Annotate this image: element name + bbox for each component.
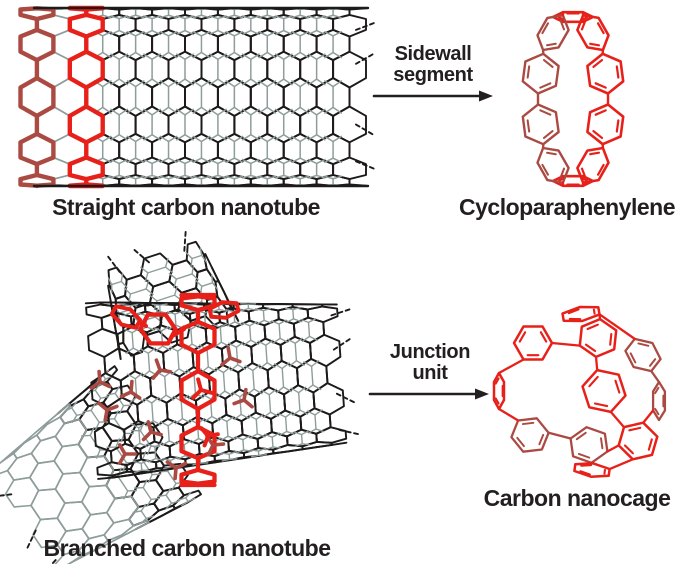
junction-arrow-label: Junction unit bbox=[368, 342, 492, 384]
junction-arrow-group: Junction unit bbox=[368, 342, 492, 401]
sidewall-arrow-label: Sidewall segment bbox=[372, 44, 494, 86]
junction-arrow-label-line1: Junction bbox=[389, 341, 471, 363]
sidewall-arrow-group: Sidewall segment bbox=[372, 44, 494, 103]
branched-nanotube-drawing bbox=[0, 229, 360, 564]
straight-nanotube-label: Straight carbon nanotube bbox=[52, 194, 320, 220]
carbon-nanocage-label: Carbon nanocage bbox=[483, 485, 671, 511]
straight-nanotube-drawing bbox=[18, 5, 376, 189]
right-arrow-icon bbox=[372, 90, 493, 102]
branched-nanotube-label: Branched carbon nanotube bbox=[43, 535, 331, 561]
right-arrow-icon bbox=[368, 388, 489, 400]
sidewall-arrow-label-line1: Sidewall bbox=[394, 43, 472, 65]
junction-arrow-label-line2: unit bbox=[412, 362, 448, 384]
cycloparaphenylene-drawing bbox=[521, 10, 625, 188]
carbon-nanocage-drawing bbox=[492, 305, 667, 478]
cycloparaphenylene-label: Cycloparaphenylene bbox=[459, 194, 675, 220]
sidewall-arrow-label-line2: segment bbox=[393, 64, 473, 86]
